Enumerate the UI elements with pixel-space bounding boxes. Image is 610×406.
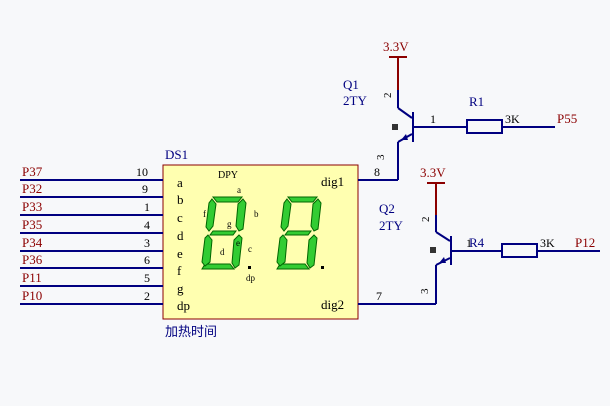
pin-num-f: 6 (144, 253, 150, 267)
pin-num-g: 5 (144, 271, 150, 285)
pin-name-dig2: dig2 (321, 297, 344, 312)
digit2-seg-c (306, 234, 318, 269)
pin-num-a: 10 (136, 165, 148, 179)
r1-designator: R1 (469, 94, 484, 109)
display-comment: 加热时间 (165, 324, 217, 339)
q1-part: 2TY (343, 93, 367, 108)
digit1-seg-dp (248, 266, 251, 269)
net-label-dp: P10 (22, 288, 42, 303)
digit2-seg-d (276, 263, 311, 270)
q2-pin-emitter: 3 (419, 288, 431, 294)
q2-part: 2TY (379, 218, 403, 233)
q2-designator: Q2 (379, 201, 395, 216)
left-bus: P37 P32 P33 P35 P34 P36 P11 P10 10 9 1 4… (20, 164, 163, 305)
pin-name-dp: dp (177, 298, 190, 313)
q1-pin-emitter: 3 (375, 154, 387, 160)
q1-marker-icon (392, 124, 398, 130)
net-label-b: P32 (22, 181, 42, 196)
pin-num-e: 3 (144, 236, 150, 250)
net-label-d: P35 (22, 217, 42, 232)
r1-value: 3K (505, 112, 520, 126)
q2-pin-base: 1 (466, 236, 472, 250)
r4-net-label: P12 (575, 235, 595, 250)
q1-collector-diag (397, 107, 413, 119)
r4-value: 3K (540, 236, 555, 250)
pin-name-g: g (177, 281, 184, 296)
display-part-label: DPY (218, 170, 238, 181)
net-label-f: P36 (22, 252, 43, 267)
pin-num-b: 9 (142, 182, 148, 196)
digit1-seg-d (201, 263, 236, 270)
pin-num-c: 1 (144, 200, 150, 214)
digit-1: a b c d e f g dp (201, 185, 259, 283)
digit2-seg-e (276, 234, 288, 267)
net-label-c: P33 (22, 199, 42, 214)
digit1-label-e: e (236, 238, 240, 248)
q1-designator: Q1 (343, 77, 359, 92)
digit1-label-dp: dp (246, 273, 256, 283)
net-label-g: P11 (22, 270, 42, 285)
digit1-label-d: d (220, 247, 225, 257)
q2-circuit: 7 3 3.3V 2 Q2 2TY 1 R4 3K P12 (358, 165, 600, 305)
display-designator: DS1 (165, 147, 188, 162)
digit1-label-b: b (254, 209, 259, 219)
digit2-seg-dp (321, 266, 324, 269)
pin-name-dig1: dig1 (321, 174, 344, 189)
q1-circuit: 8 3 3.3V 2 Q1 2TY 1 R1 3K P55 (343, 39, 577, 181)
pin-name-e: e (177, 246, 183, 261)
q1-pin-base: 1 (430, 112, 436, 126)
digit2-seg-a (286, 196, 319, 203)
digit1-seg-g (209, 230, 237, 236)
pin-name-f: f (177, 263, 182, 278)
q2-marker-icon (430, 247, 436, 253)
digit1-label-c: c (248, 244, 252, 254)
pin-num-dig2: 7 (376, 289, 382, 303)
pin-name-d: d (177, 228, 184, 243)
pin-name-b: b (177, 192, 184, 207)
q1-supply-label: 3.3V (383, 39, 409, 54)
digit2-seg-f (280, 198, 292, 232)
r1-net-label: P55 (557, 111, 577, 126)
digit2-seg-g (284, 230, 312, 236)
digit1-label-f: f (203, 209, 206, 219)
digit1-seg-f (205, 198, 217, 232)
q1-emitter-arrow-icon (401, 134, 408, 140)
net-label-e: P34 (22, 235, 43, 250)
q1-pin-collector: 2 (382, 93, 394, 99)
pin-num-dp: 2 (144, 289, 150, 303)
display-body (162, 164, 359, 320)
digit1-seg-a (211, 196, 244, 203)
digit1-seg-b (235, 198, 247, 232)
digit-2 (276, 196, 324, 270)
display-ds1[interactable]: DS1 DPY 加热时间 a b c d e f g dp dig1 dig2 … (162, 147, 359, 339)
pin-num-dig1: 8 (374, 165, 380, 179)
pin-name-c: c (177, 210, 183, 225)
q2-pin-collector: 2 (420, 217, 432, 223)
digit1-label-a: a (237, 185, 241, 195)
digit1-label-g: g (227, 219, 232, 229)
r4-designator: R4 (469, 235, 485, 250)
digit1-seg-e (201, 234, 213, 267)
digit1-seg-c (231, 234, 243, 269)
pin-num-d: 4 (144, 218, 150, 232)
q2-collector-diag (435, 231, 451, 242)
net-label-a: P37 (22, 164, 43, 179)
q2-emitter-arrow-icon (439, 257, 446, 263)
pin-name-a: a (177, 175, 183, 190)
q2-supply-label: 3.3V (420, 165, 446, 180)
digit2-seg-b (310, 198, 322, 232)
